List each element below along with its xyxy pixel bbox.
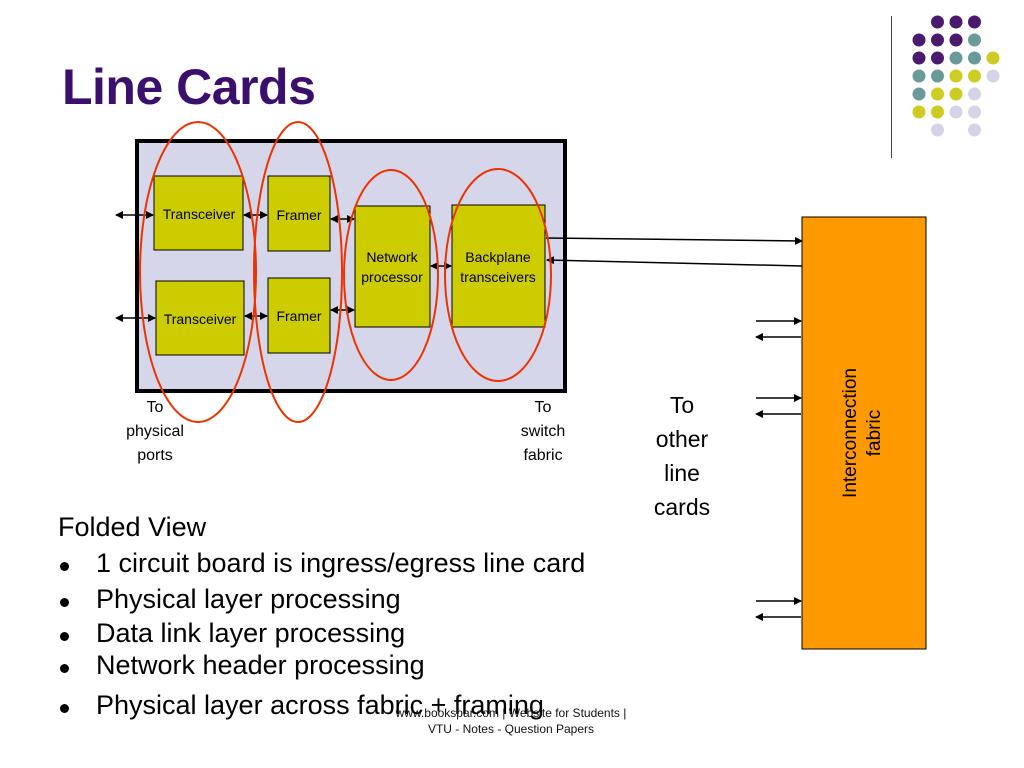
bullet-item: Physical layer processing (58, 584, 698, 618)
framer-top-box (267, 175, 331, 252)
framer-bottom-box (267, 277, 331, 354)
transceiver-bottom-box (155, 280, 245, 356)
backplane-label-1: Backplane (465, 249, 531, 265)
decorative-dot (968, 33, 981, 47)
decorative-dot (931, 51, 944, 65)
arrow-backplane-to-fabric (545, 236, 803, 245)
other-cards-label-line: cards (653, 494, 711, 520)
footer-watermark: www.bookspar.com | Website for Students … (356, 705, 666, 737)
decorative-dot (986, 51, 1000, 65)
decorative-dot (949, 69, 963, 83)
arrow-fabric-to-backplane (546, 256, 803, 267)
network-processor-box (354, 205, 431, 328)
folded-view-heading: Folded View (58, 512, 207, 542)
switch-fabric-label-line: switch (520, 423, 566, 440)
decorative-dot (968, 123, 981, 137)
decorative-dot (949, 15, 963, 29)
decorative-dot (949, 51, 963, 65)
other-cards-label-line: To (669, 392, 695, 418)
transceiver-top-label: Transceiver (163, 206, 236, 222)
highlight-backplane-ellipse (444, 168, 552, 382)
decorative-dot (912, 105, 926, 119)
decorative-dot (931, 105, 944, 119)
physical-ports-label-line: To (146, 399, 164, 416)
decorative-dot (931, 123, 944, 137)
physical-ports-label: To physical ports (115, 396, 195, 468)
bullet-item: Physical layer across fabric + framing (58, 690, 698, 721)
decorative-dot (949, 87, 963, 101)
decorative-dot (968, 51, 981, 65)
bullet-list: 1 circuit board is ingress/egress line c… (58, 548, 698, 721)
decorative-dot (949, 33, 963, 47)
framer-top-label: Framer (276, 207, 321, 223)
network-processor-label-1: Network (366, 249, 418, 265)
switch-fabric-label: To switch fabric (503, 396, 583, 468)
highlight-transceivers-ellipse (139, 121, 257, 423)
decorative-dot (912, 33, 926, 47)
physical-ports-label-line: physical (126, 423, 184, 440)
other-line-cards-label: To other line cards (632, 388, 732, 524)
footer-line-2: VTU - Notes - Question Papers (427, 722, 595, 736)
decorative-dot (912, 87, 926, 101)
switch-fabric-label-line: fabric (523, 447, 563, 464)
highlight-framers-ellipse (253, 121, 343, 423)
decorative-dot (912, 51, 926, 65)
other-cards-label-line: line (664, 460, 700, 486)
other-cards-label-line: other (655, 426, 709, 452)
decorative-dot (931, 69, 944, 83)
backplane-transceivers-box (451, 204, 546, 328)
decorative-dot (931, 33, 944, 47)
decorative-dot (968, 87, 981, 101)
decorative-dot (931, 15, 944, 29)
decorative-dot (949, 105, 963, 119)
bullet-item: 1 circuit board is ingress/egress line c… (58, 548, 698, 584)
fabric-label-1: Interconnection (840, 368, 861, 498)
slide-title: Line Cards (62, 59, 316, 115)
decorative-dot (968, 69, 981, 83)
interconnection-fabric-box (801, 216, 927, 650)
physical-ports-label-line: ports (137, 447, 173, 464)
transceiver-bottom-label: Transceiver (164, 311, 237, 327)
bullet-item: Data link layer processing (58, 618, 698, 650)
network-processor-label-2: processor (361, 269, 423, 285)
footer-line-1: www.bookspar.com | Website for Students … (395, 706, 627, 720)
decorative-dot (968, 105, 981, 119)
decorative-dot (986, 69, 1000, 83)
decorative-dot (931, 87, 944, 101)
switch-fabric-label-line: To (534, 399, 552, 416)
highlight-processor-ellipse (343, 169, 439, 381)
decorative-dot (968, 15, 981, 29)
backplane-label-2: transceivers (460, 269, 535, 285)
fabric-label-2: fabric (864, 410, 885, 456)
bullet-item: Network header processing (58, 650, 698, 690)
framer-bottom-label: Framer (276, 308, 321, 324)
decorative-vertical-rule (891, 16, 892, 158)
decorative-dot (912, 69, 926, 83)
decorative-dot-grid (912, 15, 1000, 137)
